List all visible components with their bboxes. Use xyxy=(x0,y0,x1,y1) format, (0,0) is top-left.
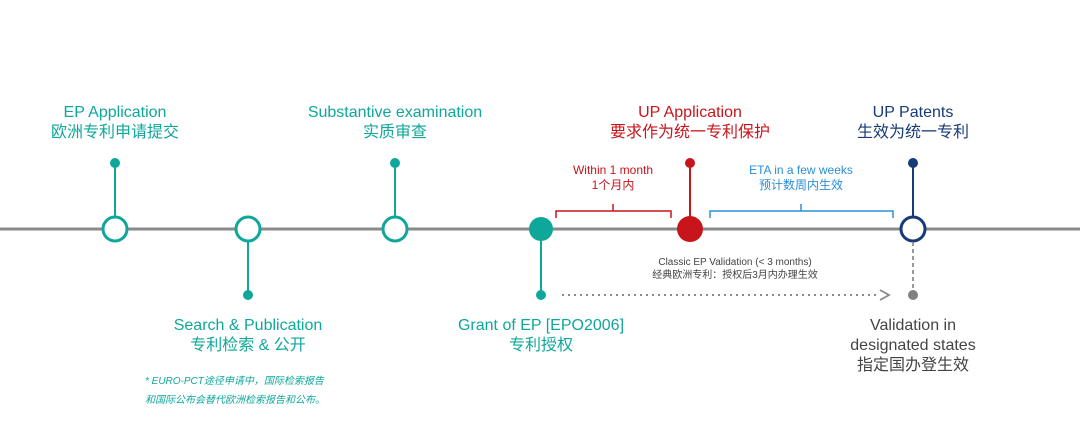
within-month-en: Within 1 month xyxy=(572,163,654,177)
validation-label: Validation in designated states 指定国办登生效 xyxy=(823,316,1003,376)
within-month-zh: 1个月内 xyxy=(591,178,635,192)
ep-application-zh: 欧洲专利申请提交 xyxy=(50,124,179,141)
grant-stem-dot xyxy=(536,290,546,300)
classic-validation-zh: 经典欧洲专利：授权后3月内办理生效 xyxy=(652,269,818,281)
classic-validation-en: Classic EP Validation (< 3 months) xyxy=(658,257,812,268)
validation-en: Validation in xyxy=(870,317,956,334)
ep-application-node xyxy=(101,215,129,243)
up-application-stem-dot xyxy=(685,158,695,168)
up-patents-node xyxy=(899,215,927,243)
eta-label: ETA in a few weeks 预计数周内生效 xyxy=(721,163,881,193)
eta-zh: 预计数周内生效 xyxy=(758,178,843,192)
within-month-bracket xyxy=(555,204,672,218)
up-application-zh: 要求作为统一专利保护 xyxy=(609,124,770,141)
eta-bracket xyxy=(709,204,894,218)
grant-zh: 专利授权 xyxy=(508,337,573,354)
up-application-en: UP Application xyxy=(638,104,742,121)
up-patents-zh: 生效为统一专利 xyxy=(856,124,969,141)
substantive-exam-zh: 实质审查 xyxy=(362,124,427,141)
validation-zh: 指定国办登生效 xyxy=(856,357,969,374)
classic-validation-arrowhead xyxy=(879,289,891,301)
substantive-exam-label: Substantive examination 实质审查 xyxy=(275,103,515,143)
up-application-label: UP Application 要求作为统一专利保护 xyxy=(580,103,800,143)
footnote-line-2: 和国际公布会替代欧洲检索报告和公布。 xyxy=(145,395,325,406)
search-publication-en: Search & Publication xyxy=(173,317,323,334)
classic-validation-label: Classic EP Validation (< 3 months) 经典欧洲专… xyxy=(615,257,855,282)
substantive-exam-en: Substantive examination xyxy=(307,104,483,121)
grant-en: Grant of EP [EPO2006] xyxy=(457,317,625,334)
up-patents-label: UP Patents 生效为统一专利 xyxy=(823,103,1003,143)
search-publication-zh: 专利检索 & 公开 xyxy=(190,337,306,354)
euro-pct-footnote: * EURO-PCT途径申请中，国际检索报告 和国际公布会替代欧洲检索报告和公布… xyxy=(145,372,325,410)
validation-en-line2: designated states xyxy=(850,337,976,354)
search-publication-stem-dot xyxy=(243,290,253,300)
grant-label: Grant of EP [EPO2006] 专利授权 xyxy=(431,316,651,356)
eta-en: ETA in a few weeks xyxy=(749,163,853,177)
search-publication-label: Search & Publication 专利检索 & 公开 xyxy=(138,316,358,356)
search-publication-node xyxy=(234,215,262,243)
within-month-label: Within 1 month 1个月内 xyxy=(543,163,683,193)
up-application-node xyxy=(677,216,703,242)
validation-stem-dot xyxy=(908,290,918,300)
footnote-line-1: * EURO-PCT途径申请中，国际检索报告 xyxy=(145,376,324,387)
substantive-exam-stem-dot xyxy=(390,158,400,168)
up-patents-en: UP Patents xyxy=(872,104,954,121)
ep-application-label: EP Application 欧洲专利申请提交 xyxy=(15,103,215,143)
ep-application-en: EP Application xyxy=(63,104,167,121)
grant-node xyxy=(529,217,553,241)
substantive-exam-node xyxy=(381,215,409,243)
ep-application-stem-dot xyxy=(110,158,120,168)
up-patents-stem-dot xyxy=(908,158,918,168)
